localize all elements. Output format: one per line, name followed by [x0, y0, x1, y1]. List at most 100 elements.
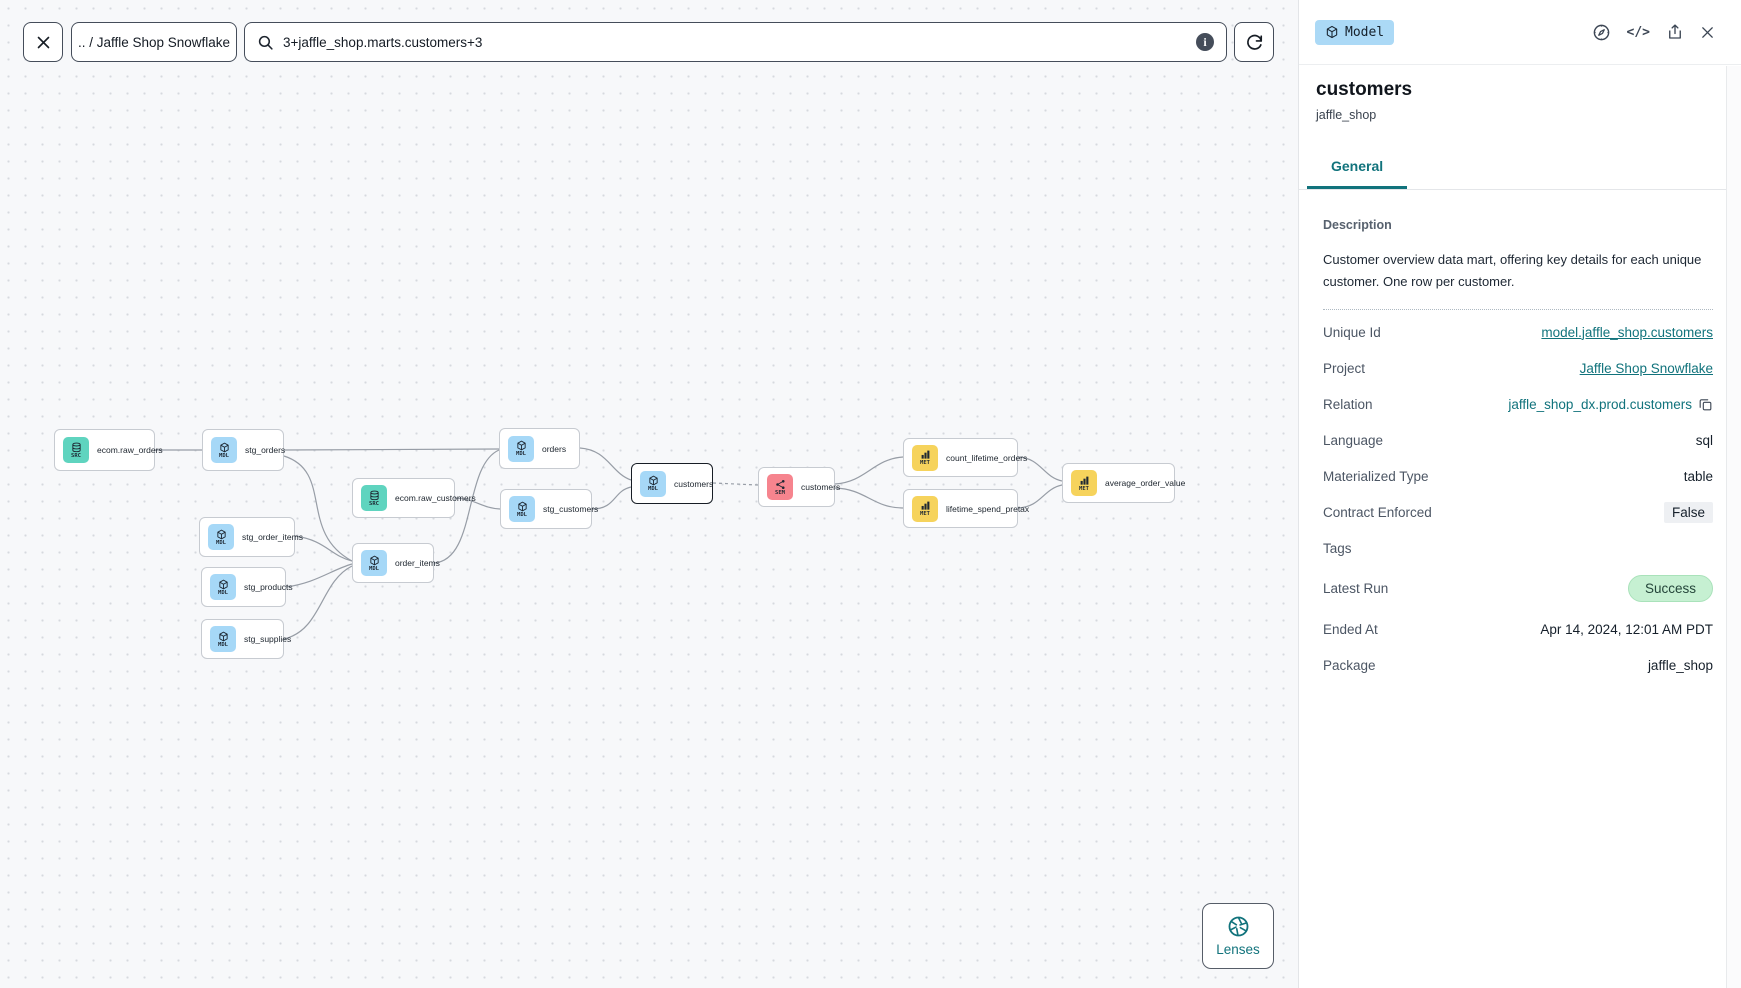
- database-icon: SRC: [361, 485, 387, 511]
- graph-node-stg_products[interactable]: MDL stg_products: [201, 567, 293, 607]
- edge-stg_orders-to-orders: [283, 448, 500, 451]
- edge-customers_sem-to-count_lifetime_orders: [834, 456, 904, 485]
- field-label: Materialized Type: [1323, 468, 1429, 484]
- edge-stg_products-to-order_items: [285, 563, 353, 588]
- panel-tabs: General: [1299, 148, 1741, 190]
- info-icon[interactable]: i: [1196, 33, 1214, 51]
- field-row-unique-id: Unique Id model.jaffle_shop.customers: [1323, 314, 1713, 350]
- field-badge: False: [1663, 501, 1713, 523]
- close-panel-button[interactable]: [1700, 25, 1715, 40]
- panel-header: Model </>: [1299, 0, 1741, 65]
- field-link[interactable]: Jaffle Shop Snowflake: [1579, 360, 1713, 376]
- graph-node-label: ecom.raw_orders: [97, 445, 163, 455]
- lineage-canvas[interactable]: SRC ecom.raw_orders MDL stg_orders SRC e…: [0, 0, 1298, 988]
- graph-node-ecom_raw_orders[interactable]: SRC ecom.raw_orders: [54, 429, 163, 471]
- field-row-project: Project Jaffle Shop Snowflake: [1323, 350, 1713, 386]
- graph-node-stg_customers[interactable]: MDL stg_customers: [500, 489, 598, 529]
- close-lineage-button[interactable]: [23, 22, 63, 62]
- graph-node-customers[interactable]: MDL customers: [631, 463, 713, 504]
- database-icon: SRC: [63, 437, 89, 463]
- graph-node-label: lifetime_spend_pretax: [946, 503, 1030, 514]
- cube-icon: MDL: [208, 524, 234, 550]
- graph-node-count_lifetime_orders[interactable]: MET count_lifetime_orders: [903, 438, 1027, 477]
- graph-node-stg_order_items[interactable]: MDL stg_order_items: [199, 517, 303, 557]
- edge-order_items-to-orders: [433, 449, 500, 564]
- description-label: Description: [1323, 218, 1392, 232]
- field-row-latest-run: Latest Run Success: [1323, 566, 1713, 611]
- cube-icon: MDL: [361, 550, 387, 576]
- field-label: Package: [1323, 657, 1376, 673]
- edge-customers-to-customers_sem: [712, 482, 759, 486]
- copy-icon[interactable]: [1698, 397, 1713, 412]
- graph-node-label: orders: [542, 443, 567, 454]
- cube-icon: MDL: [509, 496, 535, 522]
- breadcrumb[interactable]: .. / Jaffle Shop Snowflake: [71, 22, 237, 62]
- edge-stg_order_items-to-order_items: [294, 535, 353, 562]
- graph-node-label: average_order_value: [1105, 478, 1186, 488]
- refresh-button[interactable]: [1234, 22, 1274, 62]
- cube-icon: MDL: [508, 435, 534, 462]
- cube-icon: [1326, 25, 1338, 39]
- graph-node-lifetime_spend_pretax[interactable]: MET lifetime_spend_pretax: [903, 489, 1029, 528]
- tab-general[interactable]: General: [1307, 148, 1408, 189]
- view-code-button[interactable]: </>: [1627, 25, 1650, 40]
- graph-node-stg_supplies[interactable]: MDL stg_supplies: [201, 619, 291, 659]
- explore-compass-button[interactable]: [1592, 23, 1611, 42]
- graph-node-label: stg_supplies: [244, 634, 292, 644]
- field-label: Ended At: [1323, 621, 1378, 637]
- field-label: Latest Run: [1323, 581, 1389, 597]
- field-row-contract-enforced: Contract Enforced False: [1323, 494, 1713, 530]
- field-label: Project: [1323, 360, 1366, 376]
- compass-icon: [1593, 24, 1609, 40]
- page-title: customers: [1316, 79, 1413, 100]
- graph-node-label: count_lifetime_orders: [946, 452, 1028, 463]
- field-link[interactable]: model.jaffle_shop.customers: [1541, 324, 1713, 340]
- cube-icon: MDL: [211, 437, 237, 463]
- graph-node-label: stg_customers: [543, 504, 599, 514]
- graph-node-stg_orders[interactable]: MDL stg_orders: [202, 429, 286, 471]
- graph-node-label: stg_order_items: [242, 532, 303, 542]
- field-row-ended-at: Ended At Apr 14, 2024, 12:01 AM PDT: [1323, 611, 1713, 647]
- field-value: jaffle_shop_dx.prod.customers: [1508, 396, 1692, 412]
- cube-icon: MDL: [640, 470, 666, 497]
- graph-node-label: customers: [801, 482, 841, 492]
- field-value: jaffle_shop: [1647, 657, 1713, 673]
- search-input[interactable]: [283, 34, 1187, 50]
- graph-node-label: stg_products: [244, 582, 293, 592]
- description-text: Customer overview data mart, offering ke…: [1323, 249, 1713, 311]
- edge-lifetime_spend_pretax-to-average_order_value: [1017, 484, 1063, 509]
- edge-count_lifetime_orders-to-average_order_value: [1017, 456, 1063, 482]
- field-label: Language: [1323, 432, 1384, 448]
- field-row-language: Language sql: [1323, 422, 1713, 458]
- lenses-button[interactable]: Lenses: [1202, 903, 1274, 969]
- field-row-tags: Tags: [1323, 530, 1713, 566]
- bar-chart-icon: MET: [1071, 470, 1097, 496]
- graph-node-label: ecom.raw_customers: [395, 493, 476, 503]
- refresh-icon: [1246, 34, 1262, 50]
- graph-node-label: customers: [674, 478, 714, 489]
- field-value: sql: [1695, 432, 1713, 448]
- field-label: Contract Enforced: [1323, 504, 1432, 520]
- panel-scrollbar[interactable]: [1726, 66, 1741, 988]
- graph-node-customers_sem[interactable]: SEM customers: [758, 467, 840, 507]
- close-icon: [1702, 26, 1713, 38]
- field-value: Apr 14, 2024, 12:01 AM PDT: [1540, 621, 1713, 637]
- resource-type-badge: Model: [1315, 19, 1395, 45]
- field-label: Relation: [1323, 396, 1373, 412]
- bar-chart-icon: MET: [912, 495, 938, 522]
- graph-node-orders[interactable]: MDL orders: [499, 428, 580, 469]
- field-value: table: [1683, 468, 1713, 484]
- cube-icon: MDL: [210, 626, 236, 652]
- share-button[interactable]: [1666, 23, 1684, 41]
- graph-node-ecom_raw_customers[interactable]: SRC ecom.raw_customers: [352, 478, 476, 518]
- field-row-relation: Relation jaffle_shop_dx.prod.customers: [1323, 386, 1713, 422]
- share-nodes-icon: SEM: [767, 474, 793, 500]
- breadcrumb-label: .. / Jaffle Shop Snowflake: [77, 34, 231, 50]
- lineage-search: i: [244, 22, 1227, 62]
- share-icon: [1669, 24, 1681, 39]
- graph-node-order_items[interactable]: MDL order_items: [352, 543, 440, 583]
- graph-node-label: stg_orders: [245, 445, 286, 455]
- edge-stg_supplies-to-order_items: [283, 565, 353, 640]
- graph-node-average_order_value[interactable]: MET average_order_value: [1062, 463, 1185, 503]
